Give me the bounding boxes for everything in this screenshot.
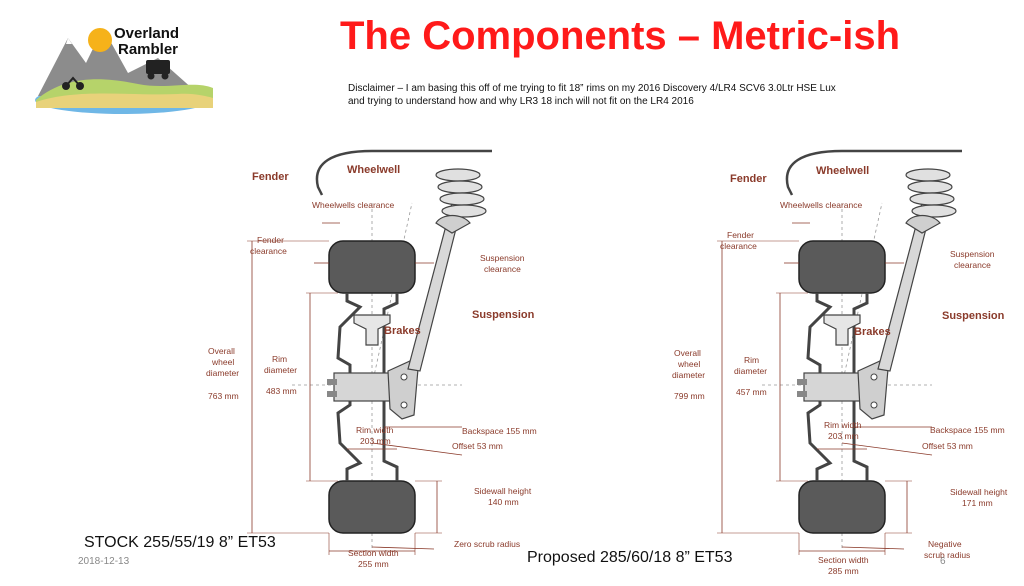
overall-diameter-label-2: wheel	[677, 359, 700, 369]
backspace-label: Backspace 155 mm	[930, 425, 1005, 435]
disclaimer: Disclaimer – I am basing this off of me …	[348, 82, 908, 108]
wheelwell-label: Wheelwell	[347, 164, 400, 176]
rim-diameter-label-2: diameter	[264, 365, 297, 375]
rim-width-label-1: Rim width	[356, 425, 394, 435]
rim-diameter-label-1: Rim	[272, 354, 287, 364]
overall-diameter-label-3: diameter	[206, 368, 239, 378]
sidewall-height-label-2: 171 mm	[962, 498, 993, 508]
logo-text-overland: Overland	[114, 25, 179, 42]
overall-diameter-label-1: Overall	[674, 348, 701, 358]
section-width-label-1: Section width	[348, 548, 399, 558]
sidewall-height-label-1: Sidewall height	[950, 487, 1008, 497]
slide-title: The Components – Metric-ish	[339, 14, 901, 58]
fender-label: Fender	[730, 173, 767, 185]
wheelwells-clearance-label: Wheelwells clearance	[312, 200, 394, 210]
wheel-drawing	[245, 149, 494, 557]
rim-width-label-1: Rim width	[824, 420, 862, 430]
page-number: 6	[940, 556, 946, 567]
disclaimer-line-1: Disclaimer – I am basing this off of me …	[348, 83, 836, 94]
overall-diameter-label-1: Overall	[208, 346, 235, 356]
rim-diameter-label-2: diameter	[734, 366, 767, 376]
fender-clearance-label-2: clearance	[720, 241, 757, 251]
wheel-drawing	[715, 149, 964, 557]
proposed-caption: Proposed 285/60/18 8” ET53	[527, 549, 733, 566]
wheelwell-label: Wheelwell	[816, 165, 869, 177]
suspension-clearance-label-2: clearance	[484, 264, 521, 274]
section-width-label-2: 285 mm	[828, 566, 859, 576]
section-width-label-1: Section width	[818, 555, 869, 565]
fender-clearance-label-1: Fender	[257, 235, 284, 245]
suspension-label: Suspension	[942, 310, 1005, 322]
overall-diameter-label-2: wheel	[211, 357, 234, 367]
rim-width-label-2: 203 mm	[360, 436, 391, 446]
logo-text-rambler: Rambler	[118, 41, 178, 58]
rim-diameter-label-1: Rim	[744, 355, 759, 365]
offset-label: Offset 53 mm	[922, 441, 973, 451]
sidewall-height-label-2: 140 mm	[488, 497, 519, 507]
section-width-label-2: 255 mm	[358, 559, 389, 569]
overall-diameter-value: 799 mm	[674, 391, 705, 401]
rim-width-label-2: 203 mm	[828, 431, 859, 441]
overland-rambler-logo: Overland Rambler	[35, 25, 213, 114]
stock-wheel-diagram: Fender Wheelwell Wheelwells clearance Fe…	[206, 149, 537, 569]
footer-date: 2018-12-13	[78, 556, 130, 567]
suspension-label: Suspension	[472, 309, 535, 321]
overall-diameter-value: 763 mm	[208, 391, 239, 401]
suspension-clearance-label-1: Suspension	[950, 249, 995, 259]
sidewall-height-label-1: Sidewall height	[474, 486, 532, 496]
scrub-radius-label-2: scrub radius	[924, 550, 970, 560]
stock-caption: STOCK 255/55/19 8” ET53	[84, 534, 276, 551]
disclaimer-line-2: and trying to understand how and why LR3…	[348, 96, 694, 107]
offset-label: Offset 53 mm	[452, 441, 503, 451]
proposed-wheel-diagram: Fender Wheelwell Wheelwells clearance Fe…	[672, 149, 1008, 576]
overall-diameter-label-3: diameter	[672, 370, 705, 380]
fender-clearance-label-1: Fender	[727, 230, 754, 240]
rim-diameter-value: 483 mm	[266, 386, 297, 396]
brakes-label: Brakes	[384, 325, 421, 337]
scrub-radius-label-1: Negative	[928, 539, 962, 549]
suspension-clearance-label-1: Suspension	[480, 253, 525, 263]
rim-diameter-value: 457 mm	[736, 387, 767, 397]
scrub-radius-label-1: Zero scrub radius	[454, 539, 520, 549]
fender-label: Fender	[252, 171, 289, 183]
suspension-clearance-label-2: clearance	[954, 260, 991, 270]
brakes-label: Brakes	[854, 326, 891, 338]
fender-clearance-label-2: clearance	[250, 246, 287, 256]
backspace-label: Backspace 155 mm	[462, 426, 537, 436]
wheelwells-clearance-label: Wheelwells clearance	[780, 200, 862, 210]
